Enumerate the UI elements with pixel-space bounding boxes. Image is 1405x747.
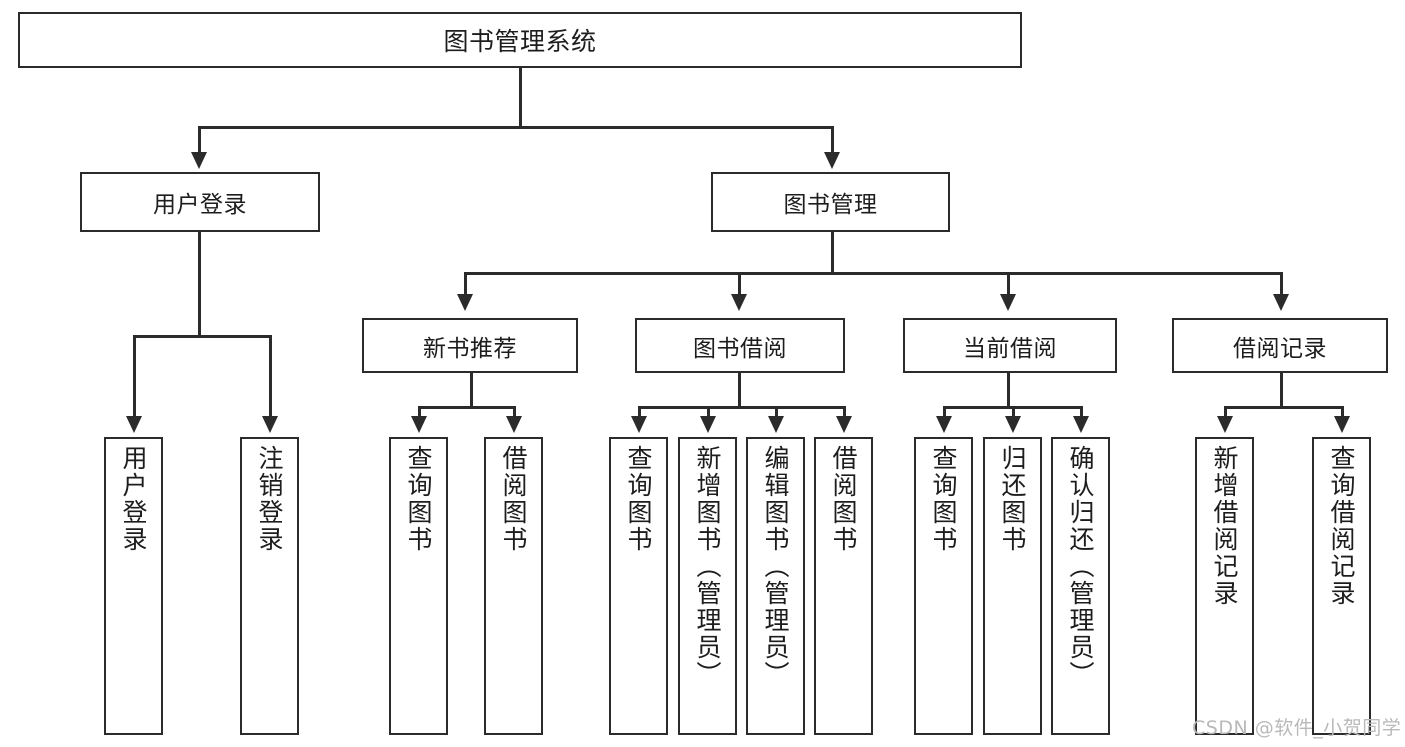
leaf-label: 用户登录 xyxy=(119,445,148,553)
leaf-label: 借阅图书 xyxy=(499,445,528,553)
leaf-label: 查询图书 xyxy=(624,445,653,553)
node-current-borrow[interactable]: 当前借阅 xyxy=(903,318,1117,373)
leaf-label: 查询图书 xyxy=(929,445,958,553)
leaf-add-borrow-record[interactable]: 新增借阅记录 xyxy=(1195,437,1254,735)
arrowhead-nbr-leaf-1 xyxy=(411,416,427,433)
leaf-query-borrow-record[interactable]: 查询借阅记录 xyxy=(1312,437,1371,735)
arrowhead-br-leaf-2 xyxy=(1334,416,1350,433)
connector-cb-bus xyxy=(943,406,1080,409)
node-label: 图书管理 xyxy=(783,192,878,218)
leaf-label: 查询图书 xyxy=(404,445,433,553)
connector-cb-drop-1 xyxy=(943,406,946,420)
leaf-label: 确认归还（管理员） xyxy=(1066,445,1095,688)
leaf-label: 新增借阅记录 xyxy=(1210,445,1239,607)
arrowhead-book-management xyxy=(824,152,840,169)
connector-cb-drop-2 xyxy=(1012,406,1015,420)
connector-br-stem xyxy=(1280,373,1283,406)
arrowhead-br-leaf-1 xyxy=(1217,416,1233,433)
leaf-label: 借阅图书 xyxy=(829,445,858,553)
leaf-label: 注销登录 xyxy=(255,445,284,553)
connector-book-management-bus xyxy=(464,272,1280,275)
node-label: 新书推荐 xyxy=(423,335,517,362)
arrowhead-user-login xyxy=(191,152,207,169)
connector-bb-drop-4 xyxy=(843,406,846,420)
connector-bb-drop-3 xyxy=(775,406,778,420)
connector-nbr-stem xyxy=(470,373,473,406)
connector-bm-drop-1 xyxy=(464,272,467,298)
arrowhead-book-borrow xyxy=(731,294,747,311)
leaf-label: 查询借阅记录 xyxy=(1327,445,1356,607)
connector-user-login-drop-2 xyxy=(269,335,272,420)
connector-bb-drop-2 xyxy=(707,406,710,420)
connector-root-to-book-management xyxy=(831,126,834,156)
leaf-edit-book-admin[interactable]: 编辑图书（管理员） xyxy=(746,437,805,735)
connector-bm-drop-3 xyxy=(1007,272,1010,298)
arrowhead-nbr-leaf-2 xyxy=(506,416,522,433)
arrowhead-leaf-user-login xyxy=(126,416,142,433)
connector-nbr-drop-2 xyxy=(513,406,516,420)
node-label: 当前借阅 xyxy=(963,335,1057,362)
node-user-login[interactable]: 用户登录 xyxy=(80,172,320,232)
leaf-query-book-current[interactable]: 查询图书 xyxy=(914,437,973,735)
connector-bm-drop-4 xyxy=(1280,272,1283,298)
csdn-watermark: CSDN @软件_小贺同学 xyxy=(1192,717,1402,739)
arrowhead-new-book-recommend xyxy=(457,294,473,311)
node-book-borrow[interactable]: 图书借阅 xyxy=(635,318,845,373)
node-new-book-recommend[interactable]: 新书推荐 xyxy=(362,318,578,373)
leaf-user-login[interactable]: 用户登录 xyxy=(104,437,163,735)
connector-root-bus xyxy=(198,126,833,129)
connector-nbr-drop-1 xyxy=(418,406,421,420)
connector-bb-drop-1 xyxy=(638,406,641,420)
node-borrow-record[interactable]: 借阅记录 xyxy=(1172,318,1388,373)
node-label: 图书借阅 xyxy=(693,335,787,362)
arrowhead-cb-leaf-3 xyxy=(1073,416,1089,433)
connector-br-drop-1 xyxy=(1224,406,1227,420)
arrowhead-borrow-record xyxy=(1273,294,1289,311)
leaf-query-book[interactable]: 查询图书 xyxy=(609,437,668,735)
leaf-label: 新增图书（管理员） xyxy=(693,445,722,688)
leaf-label: 编辑图书（管理员） xyxy=(761,445,790,688)
node-book-management[interactable]: 图书管理 xyxy=(711,172,950,232)
leaf-return-book[interactable]: 归还图书 xyxy=(983,437,1042,735)
connector-root-stem xyxy=(519,68,522,126)
connector-nbr-bus xyxy=(418,406,513,409)
connector-br-bus xyxy=(1224,406,1341,409)
arrowhead-leaf-logout xyxy=(262,416,278,433)
arrowhead-cb-leaf-1 xyxy=(936,416,952,433)
arrowhead-bb-leaf-4 xyxy=(836,416,852,433)
connector-book-management-stem xyxy=(831,232,834,272)
node-label: 用户登录 xyxy=(153,192,247,218)
leaf-add-book-admin[interactable]: 新增图书（管理员） xyxy=(678,437,737,735)
connector-bb-stem xyxy=(738,373,741,406)
connector-user-login-stem xyxy=(198,232,201,335)
node-book-management-system[interactable]: 图书管理系统 xyxy=(18,12,1022,68)
connector-cb-stem xyxy=(1007,373,1010,406)
leaf-label: 归还图书 xyxy=(998,445,1027,553)
leaf-query-book-recommend[interactable]: 查询图书 xyxy=(389,437,448,735)
connector-cb-drop-3 xyxy=(1080,406,1083,420)
leaf-borrow-book-recommend[interactable]: 借阅图书 xyxy=(484,437,543,735)
arrowhead-bb-leaf-1 xyxy=(631,416,647,433)
leaf-borrow-book[interactable]: 借阅图书 xyxy=(814,437,873,735)
leaf-confirm-return-admin[interactable]: 确认归还（管理员） xyxy=(1051,437,1110,735)
connector-user-login-bus xyxy=(133,335,271,338)
connector-br-drop-2 xyxy=(1341,406,1344,420)
connector-root-to-user-login xyxy=(198,126,201,156)
arrowhead-bb-leaf-2 xyxy=(700,416,716,433)
arrowhead-cb-leaf-2 xyxy=(1005,416,1021,433)
arrowhead-bb-leaf-3 xyxy=(768,416,784,433)
connector-bb-bus xyxy=(638,406,845,409)
node-label: 图书管理系统 xyxy=(443,27,597,56)
leaf-logout[interactable]: 注销登录 xyxy=(240,437,299,735)
connector-user-login-drop-1 xyxy=(133,335,136,420)
node-label: 借阅记录 xyxy=(1233,335,1327,362)
arrowhead-current-borrow xyxy=(1000,294,1016,311)
connector-bm-drop-2 xyxy=(738,272,741,298)
